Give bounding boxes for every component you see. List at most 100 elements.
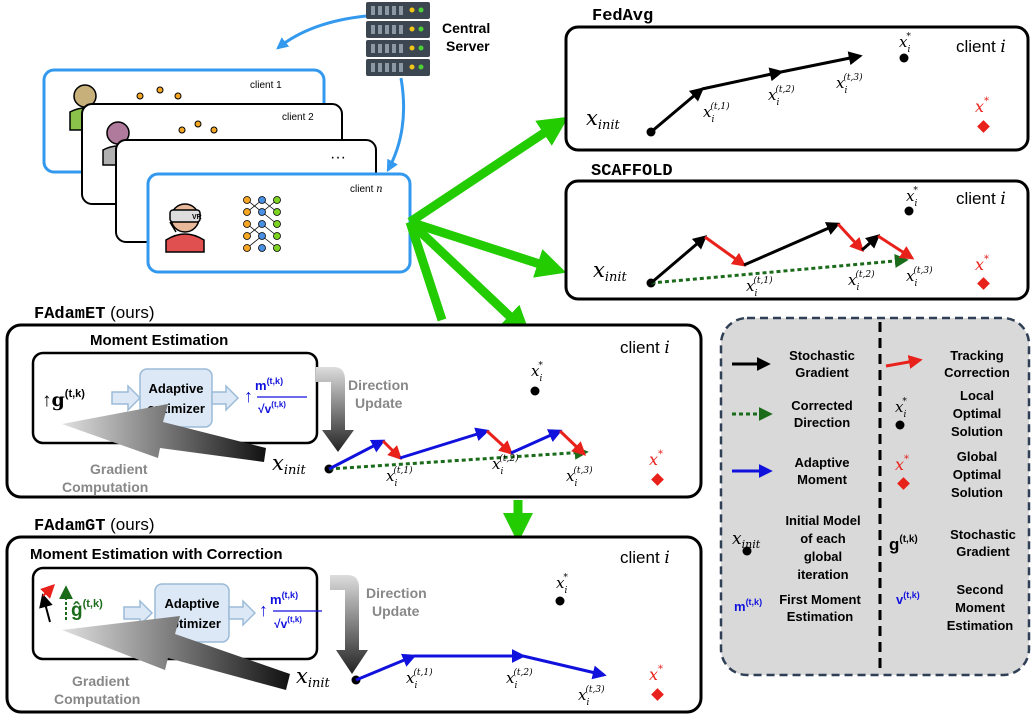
fadamet-xi-2: xi(t,2) xyxy=(492,453,519,477)
fadamgt-g-hat: ĝ(t,k) xyxy=(71,598,103,621)
fadamet-direction-2: Update xyxy=(355,395,403,411)
fadamgt-direction-2: Update xyxy=(372,603,420,619)
fedavg-title: FedAvg xyxy=(592,7,653,26)
client-card-n: client n VR xyxy=(146,172,412,274)
legend-second-moment-1: Second xyxy=(957,582,1004,597)
fadamet-corr-1 xyxy=(381,439,402,460)
legend-initial-model-1: Initial Model xyxy=(785,513,860,528)
fadamgt-direction-arrow xyxy=(330,575,368,674)
client1-label: client 1 xyxy=(250,80,282,91)
legend-corrected-direction-2: Direction xyxy=(794,415,850,430)
fadamet-xi-1: xi(t,1) xyxy=(386,465,413,489)
client-ellipsis: ··· xyxy=(330,149,346,166)
fedavg-x-star: x* xyxy=(975,96,989,116)
fadamet-xi-3: xi(t,3) xyxy=(566,465,593,489)
fadamgt-client-label: client i xyxy=(620,548,670,568)
fedavg-step-3 xyxy=(780,51,863,74)
vr-user-icon: VR xyxy=(165,203,205,253)
fadamet-gradient-2: Computation xyxy=(62,479,148,495)
fadamet-gradient-arrow xyxy=(62,404,266,462)
fadamgt-gradient-2: Computation xyxy=(54,691,140,707)
scaffold-title: SCAFFOLD xyxy=(591,162,673,181)
legend-first-moment-2: Estimation xyxy=(787,609,854,624)
fadamet-moment-1 xyxy=(328,439,386,471)
fadamet-flow-arrow-1 xyxy=(111,384,142,412)
neural-network-icon xyxy=(243,196,281,252)
fadamgt-xi-3: xi(t,3) xyxy=(578,684,605,708)
fadamgt-local-opt-point xyxy=(555,596,565,606)
scaffold-corr-2 xyxy=(836,222,864,253)
fadamgt-x-init: xinit xyxy=(296,664,331,691)
fadamgt-flow-arrow-2 xyxy=(228,599,257,627)
legend-local-optimal-point xyxy=(895,420,905,430)
scaffold-corr-3 xyxy=(877,234,915,260)
fadamgt-moment-1 xyxy=(355,653,417,682)
legend-global-optimal-1: Global xyxy=(957,449,997,464)
scaffold-corrected-direction xyxy=(650,254,909,285)
scaffold-panel: client i xinit xi(t,1) xi(t,2) xi(t,3) x… xyxy=(564,179,1030,301)
legend-adaptive-moment-2: Moment xyxy=(797,472,848,487)
fedavg-panel: client i xinit xi(t,1) xi(t,2) xi(t,3) x… xyxy=(564,25,1030,152)
fedavg-x-init: xinit xyxy=(586,106,621,133)
fadamgt-gradient-1: Gradient xyxy=(72,673,130,689)
legend-global-optimal-3: Solution xyxy=(951,485,1003,500)
svg-text:√v(t,k): √v(t,k) xyxy=(258,400,286,416)
fadamet-local-opt-point xyxy=(530,386,540,396)
fadamet-gradient-1: Gradient xyxy=(90,461,148,477)
legend-global-optimal-2: Optimal xyxy=(953,467,1001,482)
fadamet-flow-arrow-2 xyxy=(211,384,240,412)
scaffold-corr-1 xyxy=(704,235,747,267)
legend-initial-model-2: of each xyxy=(800,531,846,546)
fadamet-corr-2 xyxy=(485,429,514,455)
legend-tracking-correction-2: Correction xyxy=(944,365,1010,380)
fadamet-direction-1: Direction xyxy=(348,377,409,393)
fadamet-moment-2 xyxy=(399,427,490,460)
client2-label: client 2 xyxy=(282,112,314,123)
fadamet-box-title: Moment Estimation xyxy=(90,332,228,349)
server-label-1: Central xyxy=(442,20,490,36)
scaffold-xi-1: xi(t,1) xyxy=(746,275,773,299)
scaffold-xi-2: xi(t,2) xyxy=(848,269,875,293)
server-to-client1-arrow xyxy=(276,14,367,50)
legend-tracking-correction-icon xyxy=(885,355,923,369)
fadamgt-xi-2: xi(t,2) xyxy=(506,667,533,691)
fadamgt-xi-star: xi* xyxy=(556,573,568,596)
scaffold-xi-star: xi* xyxy=(906,186,918,209)
fadamgt-xi-1: xi(t,1) xyxy=(406,667,433,691)
scaffold-grad-3 xyxy=(861,234,881,252)
scaffold-client-label: client i xyxy=(956,189,1006,209)
legend-local-optimal-2: Optimal xyxy=(953,406,1001,421)
legend-stochastic-gradient-g-2: Gradient xyxy=(956,544,1010,559)
legend-corrected-direction-1: Corrected xyxy=(791,398,852,413)
scaffold-x-star: x* xyxy=(975,254,989,274)
fadamet-xi-star: xi* xyxy=(531,361,543,384)
legend-second-moment-2: Moment xyxy=(955,600,1006,615)
legend-stochastic-gradient-1: Stochastic xyxy=(789,348,855,363)
legend-tracking-correction-1: Tracking xyxy=(950,348,1004,363)
legend-initial-model-4: iteration xyxy=(797,567,848,582)
fedavg-xi-3: xi(t,3) xyxy=(836,72,863,96)
big-green-arrows xyxy=(405,116,569,543)
fadamet-g: ↑g(t,k) xyxy=(42,388,85,411)
fadamgt-g-black-arrow xyxy=(39,593,53,623)
scaffold-x-init: xinit xyxy=(593,258,628,285)
legend-g-symbol: g(t,k) xyxy=(889,534,918,554)
legend-local-optimal-symbol: xi* xyxy=(895,397,907,420)
fadamet-panel: Moment Estimation client i ↑g(t,k) Adapt… xyxy=(5,323,703,499)
legend-stochastic-gradient-g-1: Stochastic xyxy=(950,527,1016,542)
legend-first-moment-1: First Moment xyxy=(779,592,861,607)
fedavg-local-opt-point xyxy=(899,53,909,63)
clientn-label: client n xyxy=(350,184,383,195)
legend-v-symbol: v(t,k) xyxy=(896,590,920,607)
scaffold-grad-1 xyxy=(650,235,708,285)
fadamgt-optimizer-label-1: Adaptive xyxy=(165,596,220,611)
scaffold-xi-3: xi(t,3) xyxy=(906,265,933,289)
vr-badge: VR xyxy=(192,214,202,221)
fadamgt-gradient-arrow xyxy=(62,616,290,690)
legend: Stochastic Gradient Tracking Correction … xyxy=(719,316,1031,677)
fadamet-title: FAdamET (ours) xyxy=(34,303,155,324)
svg-text:√v(t,k): √v(t,k) xyxy=(274,615,302,631)
fadamet-x-init: xinit xyxy=(272,451,307,478)
fadamet-optimizer-label-1: Adaptive xyxy=(149,381,204,396)
fadamet-corr-3 xyxy=(558,429,587,456)
